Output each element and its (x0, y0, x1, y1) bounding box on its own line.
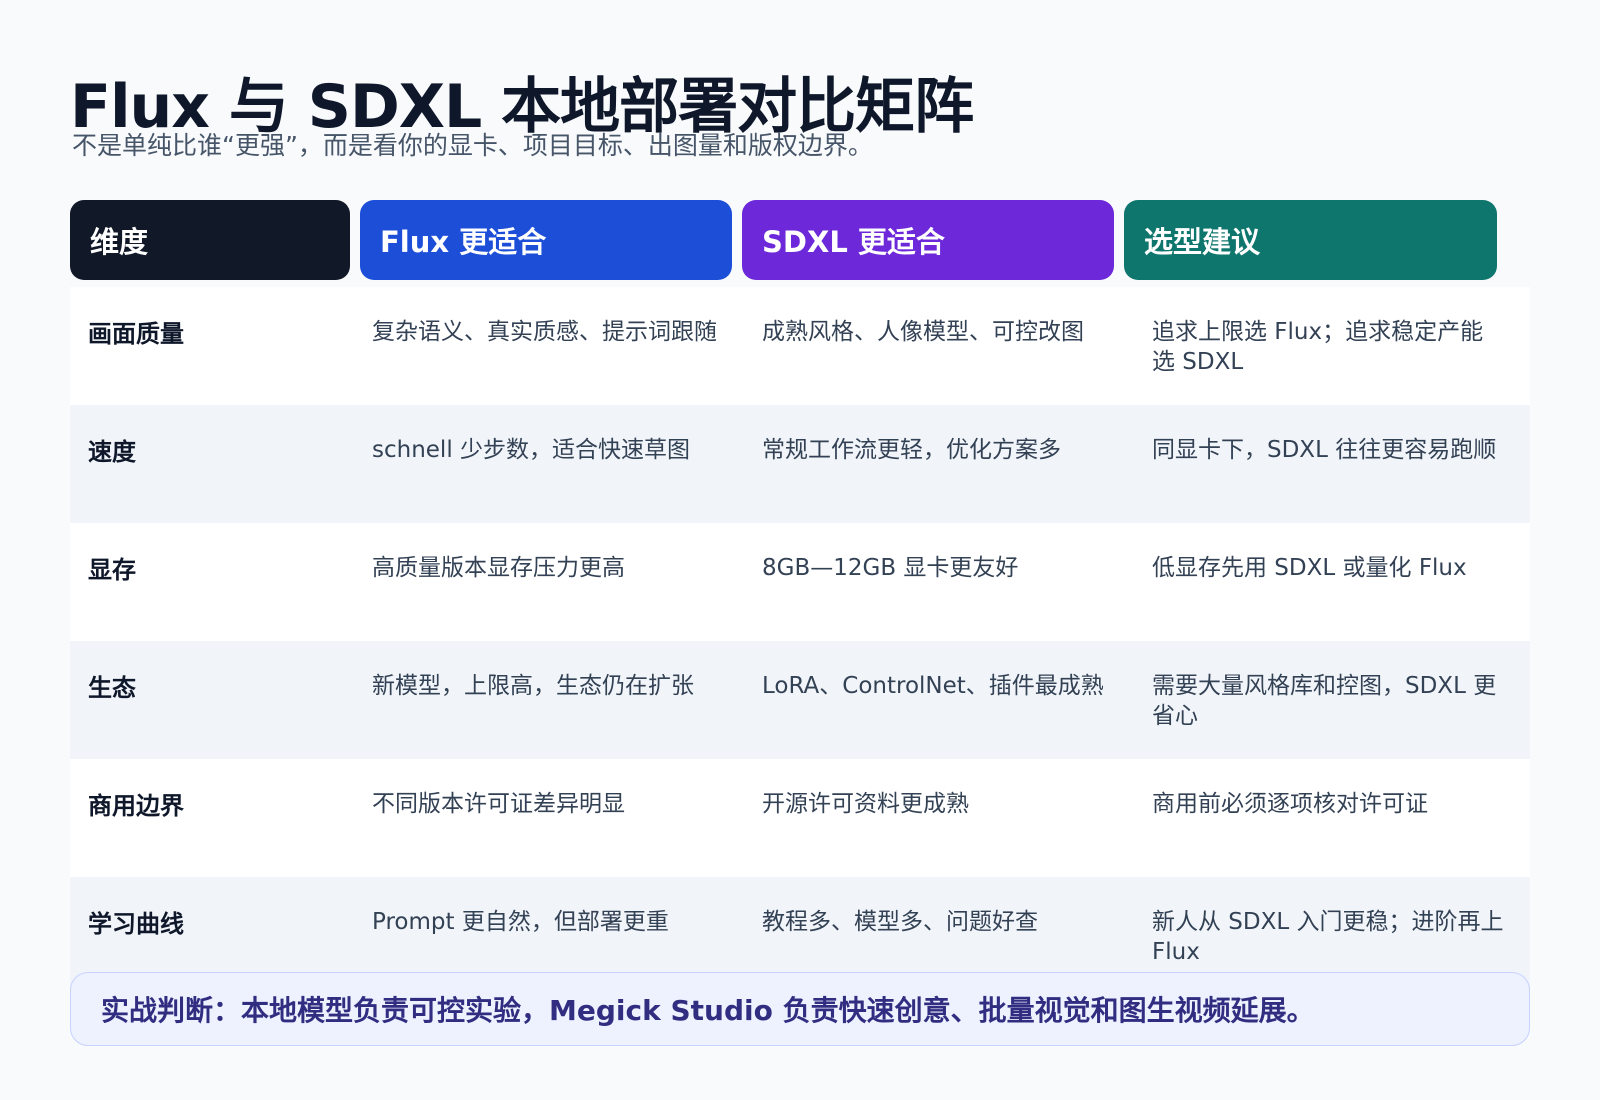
row-dimension: 画面质量 (88, 320, 184, 348)
row-advice: 追求上限选 Flux；追求稳定产能选 SDXL (1152, 319, 1484, 375)
table-row: 商用边界 不同版本许可证差异明显 开源许可资料更成熟 商用前必须逐项核对许可证 (70, 759, 1530, 877)
row-sdxl: 成熟风格、人像模型、可控改图 (762, 319, 1084, 345)
row-dimension: 显存 (88, 556, 136, 584)
row-flux: 新模型，上限高，生态仍在扩张 (372, 673, 694, 699)
row-dimension: 速度 (88, 438, 136, 466)
table-row: 显存 高质量版本显存压力更高 8GB—12GB 显卡更友好 低显存先用 SDXL… (70, 523, 1530, 641)
row-dimension: 商用边界 (88, 792, 184, 820)
row-advice: 同显卡下，SDXL 往往更容易跑顺 (1152, 437, 1497, 463)
row-advice: 需要大量风格库和控图，SDXL 更省心 (1152, 673, 1497, 729)
header-advice: 选型建议 (1124, 200, 1497, 280)
page-subtitle: 不是单纯比谁“更强”，而是看你的显卡、项目目标、出图量和版权边界。 (72, 131, 873, 160)
header-sdxl: SDXL 更适合 (742, 200, 1114, 280)
summary-callout: 实战判断：本地模型负责可控实验，Megick Studio 负责快速创意、批量视… (70, 972, 1530, 1046)
header-flux: Flux 更适合 (360, 200, 732, 280)
page-title: Flux 与 SDXL 本地部署对比矩阵 (70, 72, 974, 142)
row-advice: 新人从 SDXL 入门更稳；进阶再上 Flux (1152, 909, 1504, 965)
row-dimension: 生态 (88, 674, 136, 702)
row-sdxl: LoRA、ControlNet、插件最成熟 (762, 673, 1104, 699)
row-sdxl: 开源许可资料更成熟 (762, 791, 969, 817)
row-advice: 低显存先用 SDXL 或量化 Flux (1152, 555, 1467, 581)
matrix-header: 维度 Flux 更适合 SDXL 更适合 选型建议 (70, 200, 1530, 280)
row-sdxl: 8GB—12GB 显卡更友好 (762, 555, 1019, 581)
header-dimension: 维度 (70, 200, 350, 280)
matrix-body: 画面质量 复杂语义、真实质感、提示词跟随 成熟风格、人像模型、可控改图 追求上限… (70, 287, 1530, 995)
row-flux: 复杂语义、真实质感、提示词跟随 (372, 319, 717, 345)
row-dimension: 学习曲线 (88, 910, 184, 938)
row-advice: 商用前必须逐项核对许可证 (1152, 791, 1428, 817)
row-flux: 高质量版本显存压力更高 (372, 555, 625, 581)
comparison-matrix: 维度 Flux 更适合 SDXL 更适合 选型建议 画面质量 复杂语义、真实质感… (70, 200, 1530, 995)
table-row: 生态 新模型，上限高，生态仍在扩张 LoRA、ControlNet、插件最成熟 … (70, 641, 1530, 759)
row-flux: 不同版本许可证差异明显 (372, 791, 625, 817)
table-row: 速度 schnell 少步数，适合快速草图 常规工作流更轻，优化方案多 同显卡下… (70, 405, 1530, 523)
row-flux: schnell 少步数，适合快速草图 (372, 437, 691, 463)
row-sdxl: 教程多、模型多、问题好查 (762, 909, 1038, 935)
table-row: 画面质量 复杂语义、真实质感、提示词跟随 成熟风格、人像模型、可控改图 追求上限… (70, 287, 1530, 405)
row-sdxl: 常规工作流更轻，优化方案多 (762, 437, 1061, 463)
row-flux: Prompt 更自然，但部署更重 (372, 909, 669, 935)
